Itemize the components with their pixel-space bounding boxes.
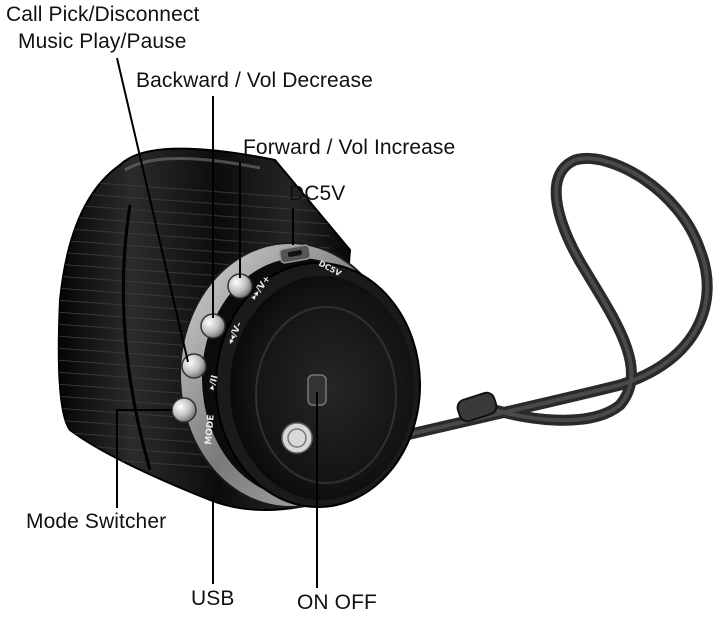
label-forward-vol-increase: Forward / Vol Increase <box>243 136 456 159</box>
label-call-pick-disconnect: Call Pick/Disconnect <box>6 3 200 26</box>
strap <box>379 153 713 446</box>
label-mode-switcher: Mode Switcher <box>26 510 167 533</box>
leader-mode <box>116 409 172 508</box>
leader-call-pick <box>116 57 189 363</box>
strap-clasp <box>456 391 498 423</box>
mode-marking: MODE <box>204 414 217 445</box>
label-dc5v: DC5V <box>289 182 346 205</box>
badge-icon <box>281 422 313 454</box>
dc5v-port <box>278 244 312 264</box>
label-backward-vol-decrease: Backward / Vol Decrease <box>136 69 373 92</box>
play-pause-button <box>181 353 207 379</box>
label-on-off: ON OFF <box>297 591 377 614</box>
speaker-face <box>215 262 421 508</box>
label-music-play-pause: Music Play/Pause <box>18 30 187 53</box>
mode-button <box>171 397 197 423</box>
leader-lines <box>116 57 318 588</box>
label-usb: USB <box>191 587 235 610</box>
play-pause-marking: ▸/II <box>207 374 220 391</box>
